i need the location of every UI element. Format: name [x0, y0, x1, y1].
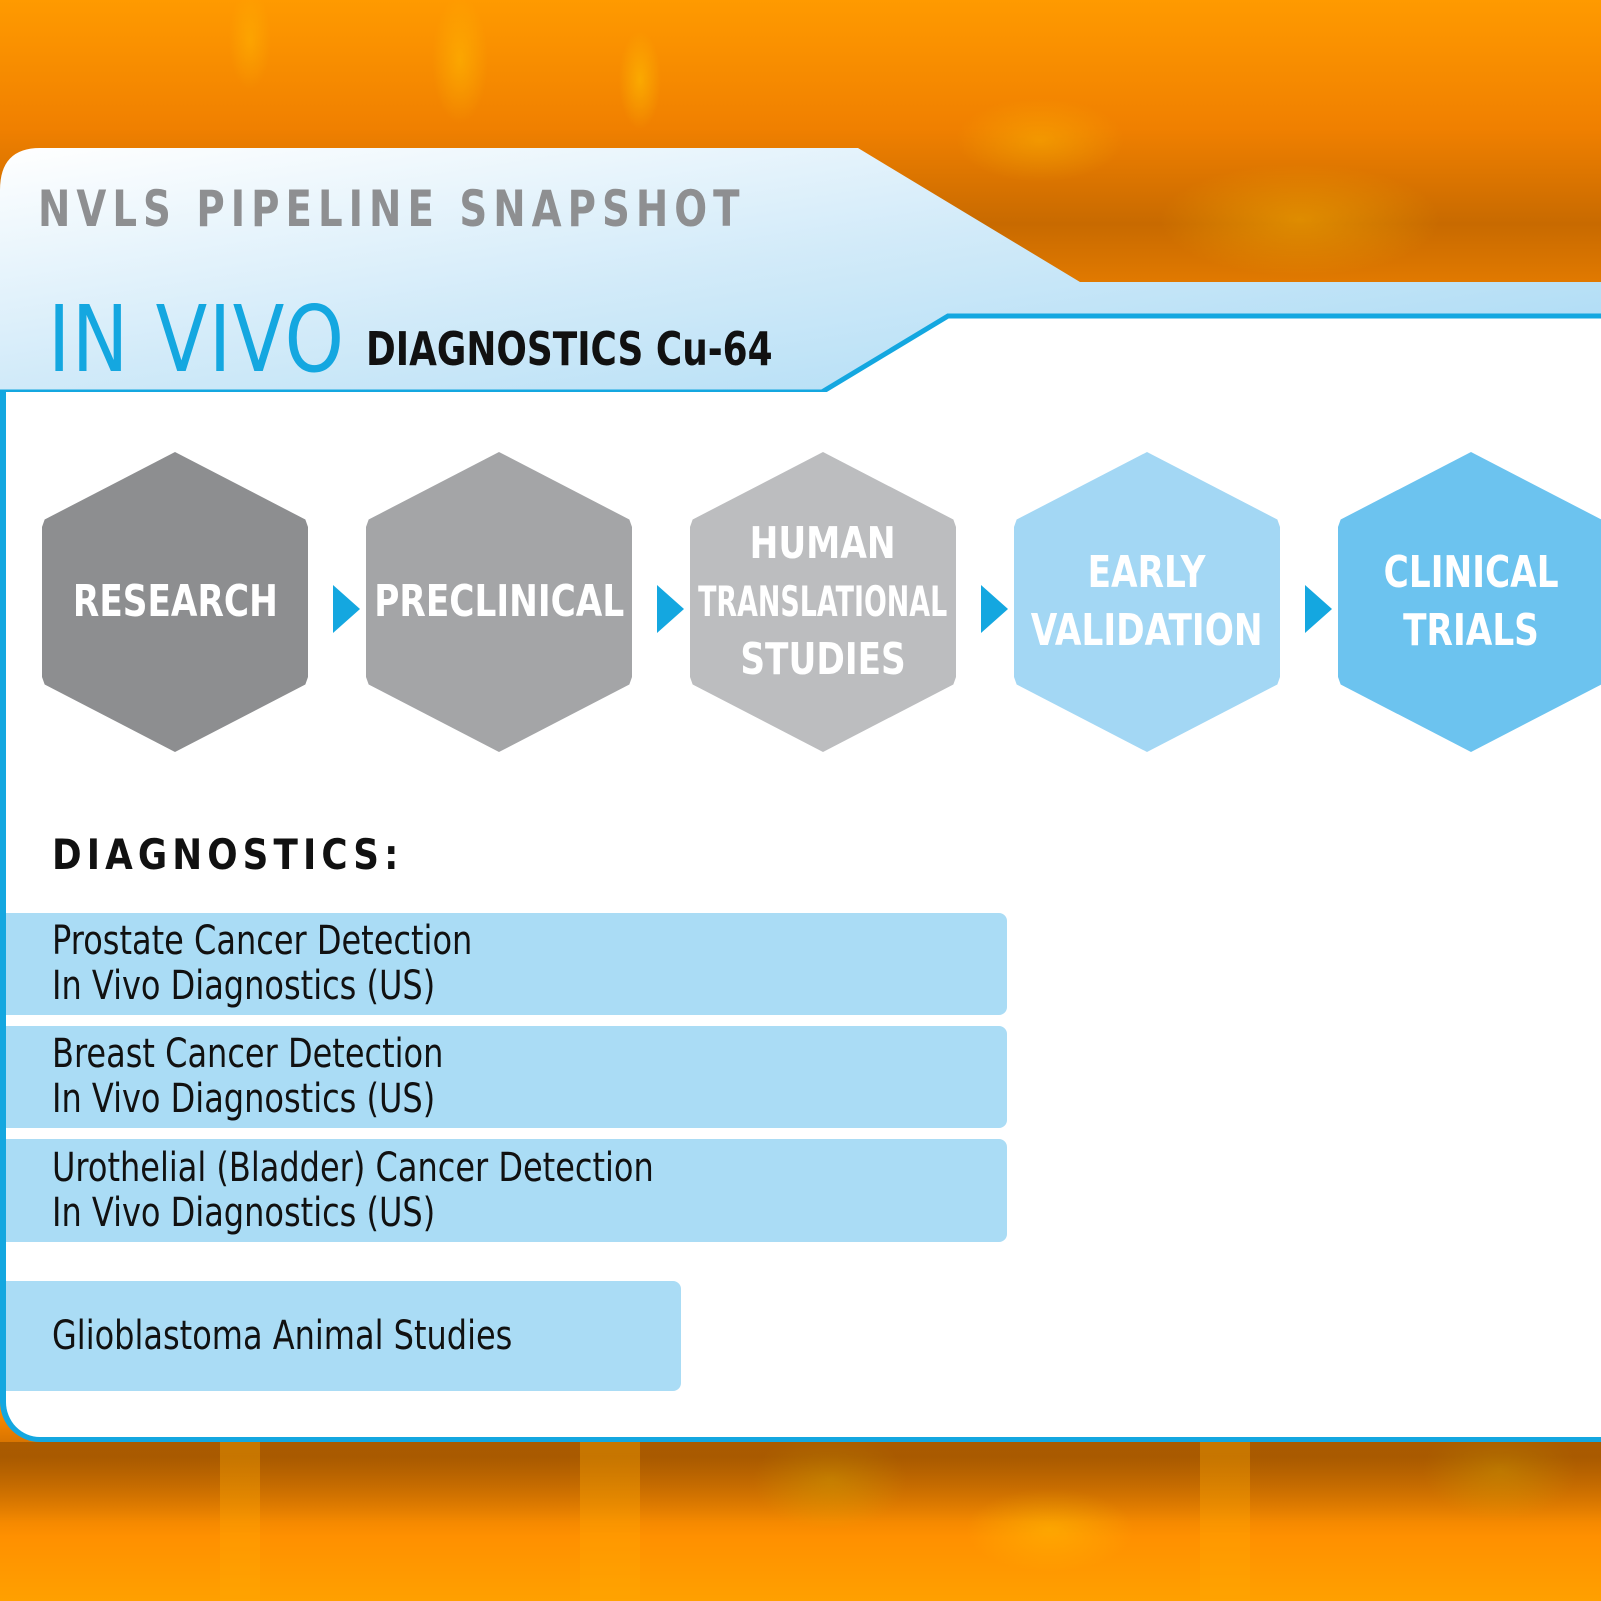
stage-label: VALIDATION	[1031, 605, 1263, 656]
background-shade	[0, 1442, 1601, 1522]
triangle-right-icon	[981, 585, 1008, 633]
program-name: Breast Cancer Detection	[52, 1031, 444, 1077]
stage-early-validation: EARLY VALIDATION	[1014, 452, 1280, 752]
program-name: Glioblastoma Animal Studies	[52, 1312, 513, 1359]
program-region: In Vivo Diagnostics (US)	[52, 1076, 436, 1122]
stage-human-translational-studies: HUMAN TRANSLATIONAL STUDIES	[690, 452, 956, 752]
triangle-right-icon	[1305, 585, 1332, 633]
page-title: IN VIVO	[48, 286, 346, 393]
background-test-tube	[580, 1442, 640, 1601]
stage-clinical-trials: CLINICAL TRIALS	[1338, 452, 1601, 752]
program-region: In Vivo Diagnostics (US)	[52, 1189, 436, 1236]
stage-label: RESEARCH	[72, 576, 278, 627]
kicker-title: NVLS PIPELINE SNAPSHOT	[38, 180, 746, 238]
program-region: In Vivo Diagnostics (US)	[52, 963, 436, 1009]
stage-label: PRECLINICAL	[374, 576, 624, 627]
stage-label: TRIALS	[1403, 605, 1539, 656]
stage-research: RESEARCH	[42, 452, 308, 752]
background-test-tube	[1200, 1442, 1250, 1601]
stage-label: STUDIES	[740, 634, 906, 685]
program-name: Prostate Cancer Detection	[52, 918, 473, 964]
program-bar-prostate: Prostate Cancer Detection In Vivo Diagno…	[6, 913, 1007, 1015]
program-name: Urothelial (Bladder) Cancer Detection	[52, 1144, 654, 1191]
program-bar-glioblastoma: Glioblastoma Animal Studies	[6, 1281, 681, 1391]
diagnostics-heading: DIAGNOSTICS:	[52, 830, 404, 879]
triangle-right-icon	[333, 585, 360, 633]
page-subtitle: DIAGNOSTICS Cu-64	[366, 322, 773, 376]
stage-label: CLINICAL	[1383, 547, 1559, 598]
stage-label: HUMAN	[749, 518, 897, 569]
program-bar-urothelial: Urothelial (Bladder) Cancer Detection In…	[6, 1139, 1007, 1242]
program-bar-breast: Breast Cancer Detection In Vivo Diagnost…	[6, 1026, 1007, 1128]
triangle-right-icon	[657, 585, 684, 633]
stage-preclinical: PRECLINICAL	[366, 452, 632, 752]
stage-label: EARLY	[1088, 547, 1206, 598]
background-test-tube	[220, 1442, 260, 1601]
stage-label: TRANSLATIONAL	[698, 577, 948, 626]
